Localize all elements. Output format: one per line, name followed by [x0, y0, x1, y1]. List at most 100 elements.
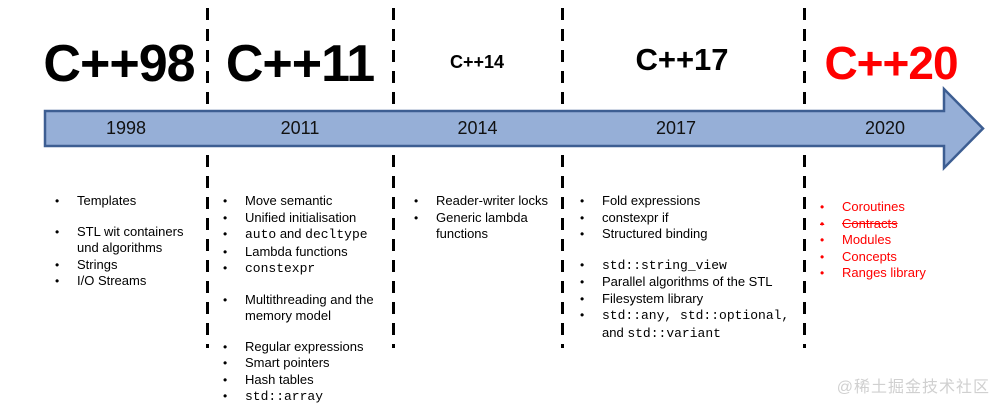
bullet-icon	[573, 210, 602, 227]
feature-text: Modules	[842, 232, 892, 247]
bullet-icon	[813, 265, 842, 282]
bullet-icon	[216, 388, 245, 405]
version-title-cpp20: C++20	[824, 37, 958, 89]
bullet-icon	[813, 199, 842, 216]
feature-text: Concepts	[842, 248, 897, 264]
feature-group: CoroutinesContractsModulesConceptsRanges…	[813, 199, 991, 282]
feature-text: Ranges library	[842, 265, 926, 280]
feature-text: Unified initialisation	[245, 209, 357, 225]
bullet-icon	[573, 291, 602, 308]
feature-item: Modules	[813, 232, 991, 249]
bullet-icon	[216, 292, 245, 309]
feature-item: constexpr if	[573, 210, 797, 227]
feature-item: std::string_view	[573, 257, 797, 275]
feature-item: Ranges library	[813, 265, 991, 282]
feature-item: Smart pointers	[216, 355, 388, 372]
feature-text: Templates	[77, 193, 137, 208]
feature-group: Templates	[48, 193, 202, 210]
feature-text: Parallel algorithms of the STL	[602, 274, 773, 289]
bullet-icon	[216, 339, 245, 356]
bullet-icon	[573, 226, 602, 243]
feature-text: Lambda functions	[245, 243, 348, 259]
feature-item: Strings	[48, 257, 202, 274]
feature-text: Move semantic	[245, 193, 333, 208]
feature-item: Reader-writer locks	[407, 193, 565, 210]
bullet-icon	[813, 216, 842, 233]
bullet-icon	[48, 273, 77, 290]
feature-text: std::array	[245, 389, 324, 404]
bullet-icon	[813, 249, 842, 266]
feature-item: Structured binding	[573, 226, 797, 243]
bullet-icon	[216, 210, 245, 227]
version-title-cpp17: C++17	[635, 42, 729, 77]
feature-item: Unified initialisation	[216, 210, 388, 227]
version-title-cpp98: C++98	[43, 35, 195, 93]
feature-group: std::string_viewParallel algorithms of t…	[573, 257, 797, 343]
bullet-icon	[813, 232, 842, 249]
feature-text: I/O Streams	[77, 273, 147, 288]
feature-text: constexpr if	[602, 209, 669, 225]
timeline-separator	[392, 8, 395, 348]
feature-item: std::any, std::optional,and std::variant	[573, 307, 797, 342]
bullet-icon	[407, 193, 436, 210]
bullet-icon	[216, 355, 245, 372]
version-title-cpp11: C++11	[225, 35, 375, 93]
bullet-icon	[573, 274, 602, 291]
feature-item: Parallel algorithms of the STL	[573, 274, 797, 291]
feature-text: Smart pointers	[245, 355, 330, 370]
feature-text: Filesystem library	[602, 290, 704, 306]
year-label-2011: 2011	[280, 118, 320, 138]
feature-item: Coroutines	[813, 199, 991, 216]
feature-group: Fold expressionsconstexpr ifStructured b…	[573, 193, 797, 243]
bullet-icon	[216, 260, 245, 277]
bullet-icon	[48, 224, 77, 241]
feature-text: Regular expressions	[245, 338, 364, 354]
bullet-icon	[216, 226, 245, 243]
bullet-icon	[407, 210, 436, 227]
feature-text: Hash tables	[245, 371, 314, 387]
bullet-icon	[573, 307, 602, 324]
feature-item: Move semantic	[216, 193, 388, 210]
feature-text: constexpr	[245, 261, 316, 276]
feature-item: std::array	[216, 388, 388, 406]
watermark-text: @稀土掘金技术社区	[836, 379, 990, 396]
feature-group: Reader-writer locksGeneric lambdafunctio…	[407, 193, 565, 243]
feature-list-cpp14: Reader-writer locksGeneric lambdafunctio…	[407, 193, 565, 257]
feature-item: Concepts	[813, 249, 991, 266]
feature-item: Lambda functions	[216, 244, 388, 261]
feature-item: Hash tables	[216, 372, 388, 389]
feature-list-cpp11: Move semanticUnified initialisationauto …	[216, 193, 388, 407]
bullet-icon	[216, 244, 245, 261]
bullet-icon	[216, 193, 245, 210]
feature-text: std::any, std::optional,and std::variant	[602, 308, 790, 341]
feature-text: std::string_view	[602, 257, 727, 273]
feature-item: Templates	[48, 193, 202, 210]
year-label-2020: 2020	[864, 118, 906, 138]
feature-text: Reader-writer locks	[436, 193, 548, 208]
timeline-separator	[206, 8, 209, 348]
feature-item: Regular expressions	[216, 339, 388, 356]
version-title-cpp14: C++14	[449, 52, 505, 72]
bullet-icon	[48, 257, 77, 274]
year-label-1998: 1998	[105, 118, 147, 138]
bullet-icon	[573, 257, 602, 274]
timeline-separator	[561, 8, 564, 348]
year-label-2017: 2017	[655, 118, 697, 138]
feature-text: Coroutines	[842, 199, 905, 214]
bullet-icon	[573, 193, 602, 210]
bullet-icon	[48, 193, 77, 210]
feature-group: Regular expressionsSmart pointersHash ta…	[216, 339, 388, 406]
feature-item: constexpr	[216, 260, 388, 278]
feature-item: Fold expressions	[573, 193, 797, 210]
bullet-icon	[216, 372, 245, 389]
